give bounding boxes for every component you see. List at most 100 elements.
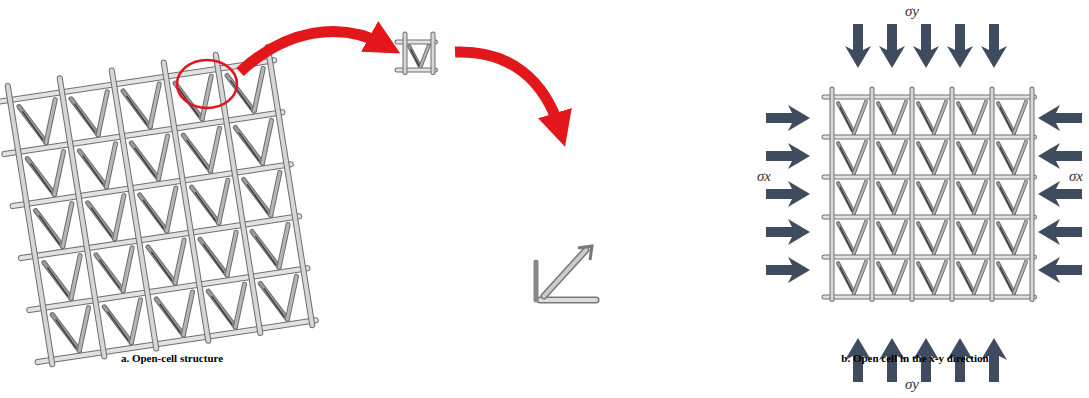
- lattice-strut: [175, 80, 202, 122]
- lattice-strut: [934, 142, 946, 173]
- lattice-strut: [838, 223, 854, 253]
- load-arrow: [766, 105, 810, 131]
- lattice-strut: [229, 284, 251, 327]
- load-arrow: [981, 24, 1007, 68]
- lattice-strut: [27, 156, 54, 198]
- lattice-strut: [1014, 222, 1026, 253]
- lattice-strut: [56, 317, 77, 351]
- lattice-strut: [160, 188, 182, 231]
- load-arrow: [845, 24, 871, 68]
- lattice-strut: [1014, 182, 1026, 213]
- lattice-strut: [144, 84, 166, 127]
- zoom-arrow: [455, 52, 560, 130]
- load-arrow: [879, 24, 905, 68]
- lattice-strut: [248, 68, 270, 111]
- lattice-strut: [183, 132, 210, 174]
- lattice-strut: [404, 34, 407, 72]
- lattice-strut: [880, 187, 892, 211]
- lattice-strut: [247, 182, 268, 216]
- lattice-strut: [47, 265, 68, 299]
- lattice-strut: [854, 262, 866, 293]
- lattice-strut: [29, 268, 307, 310]
- lattice-strut: [894, 262, 906, 293]
- lattice-strut: [187, 138, 208, 172]
- lattice-strut: [248, 68, 270, 111]
- lattice-strut: [108, 309, 129, 343]
- lattice-strut: [60, 78, 105, 356]
- lattice-strut: [73, 308, 95, 351]
- lattice-strut: [1014, 262, 1026, 293]
- stress-label: σy: [905, 376, 919, 393]
- lattice-strut: [878, 183, 894, 213]
- lattice-strut: [960, 147, 972, 171]
- lattice-strut: [135, 146, 156, 180]
- lattice-strut: [175, 80, 202, 122]
- load-arrow: [1038, 181, 1082, 207]
- lattice-strut: [411, 49, 419, 66]
- lattice-strut: [44, 260, 71, 302]
- lattice-strut: [960, 107, 972, 131]
- lattice-strut: [169, 240, 191, 283]
- lattice-strut: [227, 72, 254, 114]
- lattice-strut: [156, 296, 183, 338]
- lattice-strut: [1000, 187, 1012, 211]
- lattice-strut: [998, 103, 1014, 133]
- lattice-strut: [838, 103, 854, 133]
- lattice-strut: [878, 183, 894, 213]
- lattice-strut: [974, 142, 986, 173]
- lattice-strut: [131, 140, 158, 182]
- stress-label: σx: [757, 168, 771, 185]
- lattice-strut: [960, 267, 972, 291]
- lattice-strut: [998, 143, 1014, 173]
- lattice-strut: [918, 143, 934, 173]
- lattice-strut: [998, 263, 1014, 293]
- lattice-strut: [824, 95, 1034, 100]
- lattice-strut: [998, 183, 1014, 213]
- lattice-strut: [974, 222, 986, 253]
- lattice-strut: [221, 232, 243, 275]
- lattice-strut: [255, 234, 276, 268]
- lattice-strut: [991, 89, 994, 299]
- lattice-strut: [148, 244, 175, 286]
- lattice-strut: [918, 263, 934, 293]
- lattice-strut: [824, 135, 1034, 140]
- load-arrow: [766, 181, 810, 207]
- lattice-strut: [152, 136, 174, 179]
- lattice-strut: [177, 292, 199, 335]
- lattice-strut: [99, 257, 120, 291]
- lattice-strut: [918, 223, 934, 253]
- lattice-strut: [164, 63, 209, 341]
- lattice-strut: [8, 86, 53, 364]
- lattice-strut: [13, 164, 291, 206]
- lattice-strut: [108, 196, 130, 239]
- lattice-strut: [216, 55, 261, 333]
- lattice-strut: [1014, 222, 1026, 253]
- lattice-strut: [918, 183, 934, 213]
- lattice-strut: [96, 252, 123, 294]
- lattice-strut: [83, 153, 104, 187]
- lattice-strut: [840, 227, 852, 251]
- lattice-strut: [934, 102, 946, 133]
- lattice-strut: [918, 183, 934, 213]
- lattice-strut: [65, 256, 87, 299]
- lattice-strut: [92, 92, 114, 135]
- lattice-strut: [894, 262, 906, 293]
- lattice-strut: [256, 120, 278, 163]
- lattice-strut: [192, 184, 219, 226]
- lattice-strut: [52, 312, 79, 354]
- lattice-strut: [824, 136, 1034, 139]
- lattice-strut: [840, 147, 852, 171]
- lattice-strut: [431, 34, 436, 72]
- lattice-strut: [894, 142, 906, 173]
- lattice-strut: [878, 263, 894, 293]
- lattice-strut: [143, 198, 164, 232]
- lattice-strut: [44, 260, 71, 302]
- lattice-strut: [824, 215, 1034, 220]
- lattice-strut: [838, 223, 854, 253]
- lattice-strut: [204, 128, 226, 171]
- stress-label: σx: [1069, 168, 1083, 185]
- lattice-strut: [27, 156, 54, 198]
- lattice-strut: [934, 222, 946, 253]
- load-arrow: [1038, 143, 1082, 169]
- lattice-strut: [216, 55, 261, 333]
